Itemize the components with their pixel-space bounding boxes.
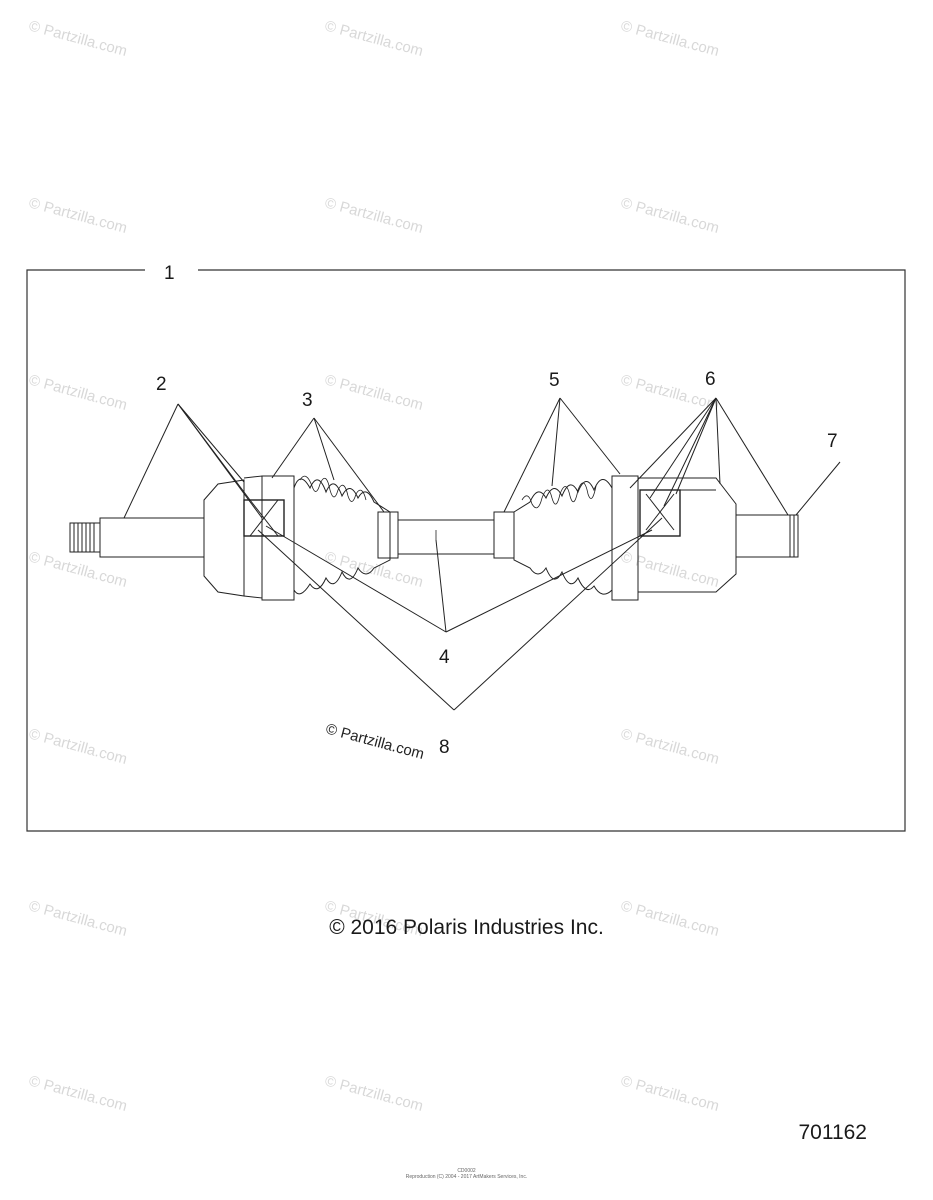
right-bearing-cage [639,489,681,537]
callout-2: 2 [156,374,167,395]
watermark: © Partzilla.com [323,194,425,237]
callout-4: 4 [439,647,450,668]
document-id: 701162 [798,1121,867,1144]
watermark: © Partzilla.com [27,548,129,591]
watermark-grid: © Partzilla.com © Partzilla.com © Partzi… [27,17,721,1115]
callout-5: 5 [549,370,560,391]
callout-7: 7 [827,431,838,452]
watermark: © Partzilla.com [619,17,721,60]
inline-watermark: © Partzilla.com [324,720,426,763]
watermark: © Partzilla.com [619,548,721,591]
callout-1: 1 [164,263,175,284]
center-shaft [397,519,495,555]
watermark: © Partzilla.com [619,1072,721,1115]
watermark: © Partzilla.com [619,725,721,768]
callout-8: 8 [439,737,450,758]
watermark: © Partzilla.com [323,548,425,591]
half-shaft-assembly [69,475,799,601]
callout-3: 3 [302,390,313,411]
leader-lines [123,397,841,711]
watermark: © Partzilla.com [27,194,129,237]
watermark: © Partzilla.com [27,371,129,414]
watermark: © Partzilla.com [27,1072,129,1115]
watermark: © Partzilla.com [323,371,425,414]
right-cv-housing [637,477,737,593]
watermark: © Partzilla.com [323,1072,425,1115]
right-stub-shaft [735,514,799,558]
left-boot [293,478,391,595]
callout-6: 6 [705,369,716,390]
watermark: © Partzilla.com [27,725,129,768]
left-cv-housing [203,479,245,597]
reproduction-code: CD0002 [457,1168,476,1174]
left-stub-shaft [99,517,205,558]
watermark: © Partzilla.com [619,194,721,237]
assembly-frame [26,269,906,832]
reproduction-text: Reproduction (C) 2004 - 2017 ArtMakers S… [405,1174,528,1180]
watermark: © Partzilla.com [323,17,425,60]
copyright-notice: © 2016 Polaris Industries Inc. [329,916,604,939]
reproduction-notice: CD0002 Reproduction (C) 2004 - 2017 ArtM… [0,1168,933,1180]
watermark: © Partzilla.com [27,17,129,60]
